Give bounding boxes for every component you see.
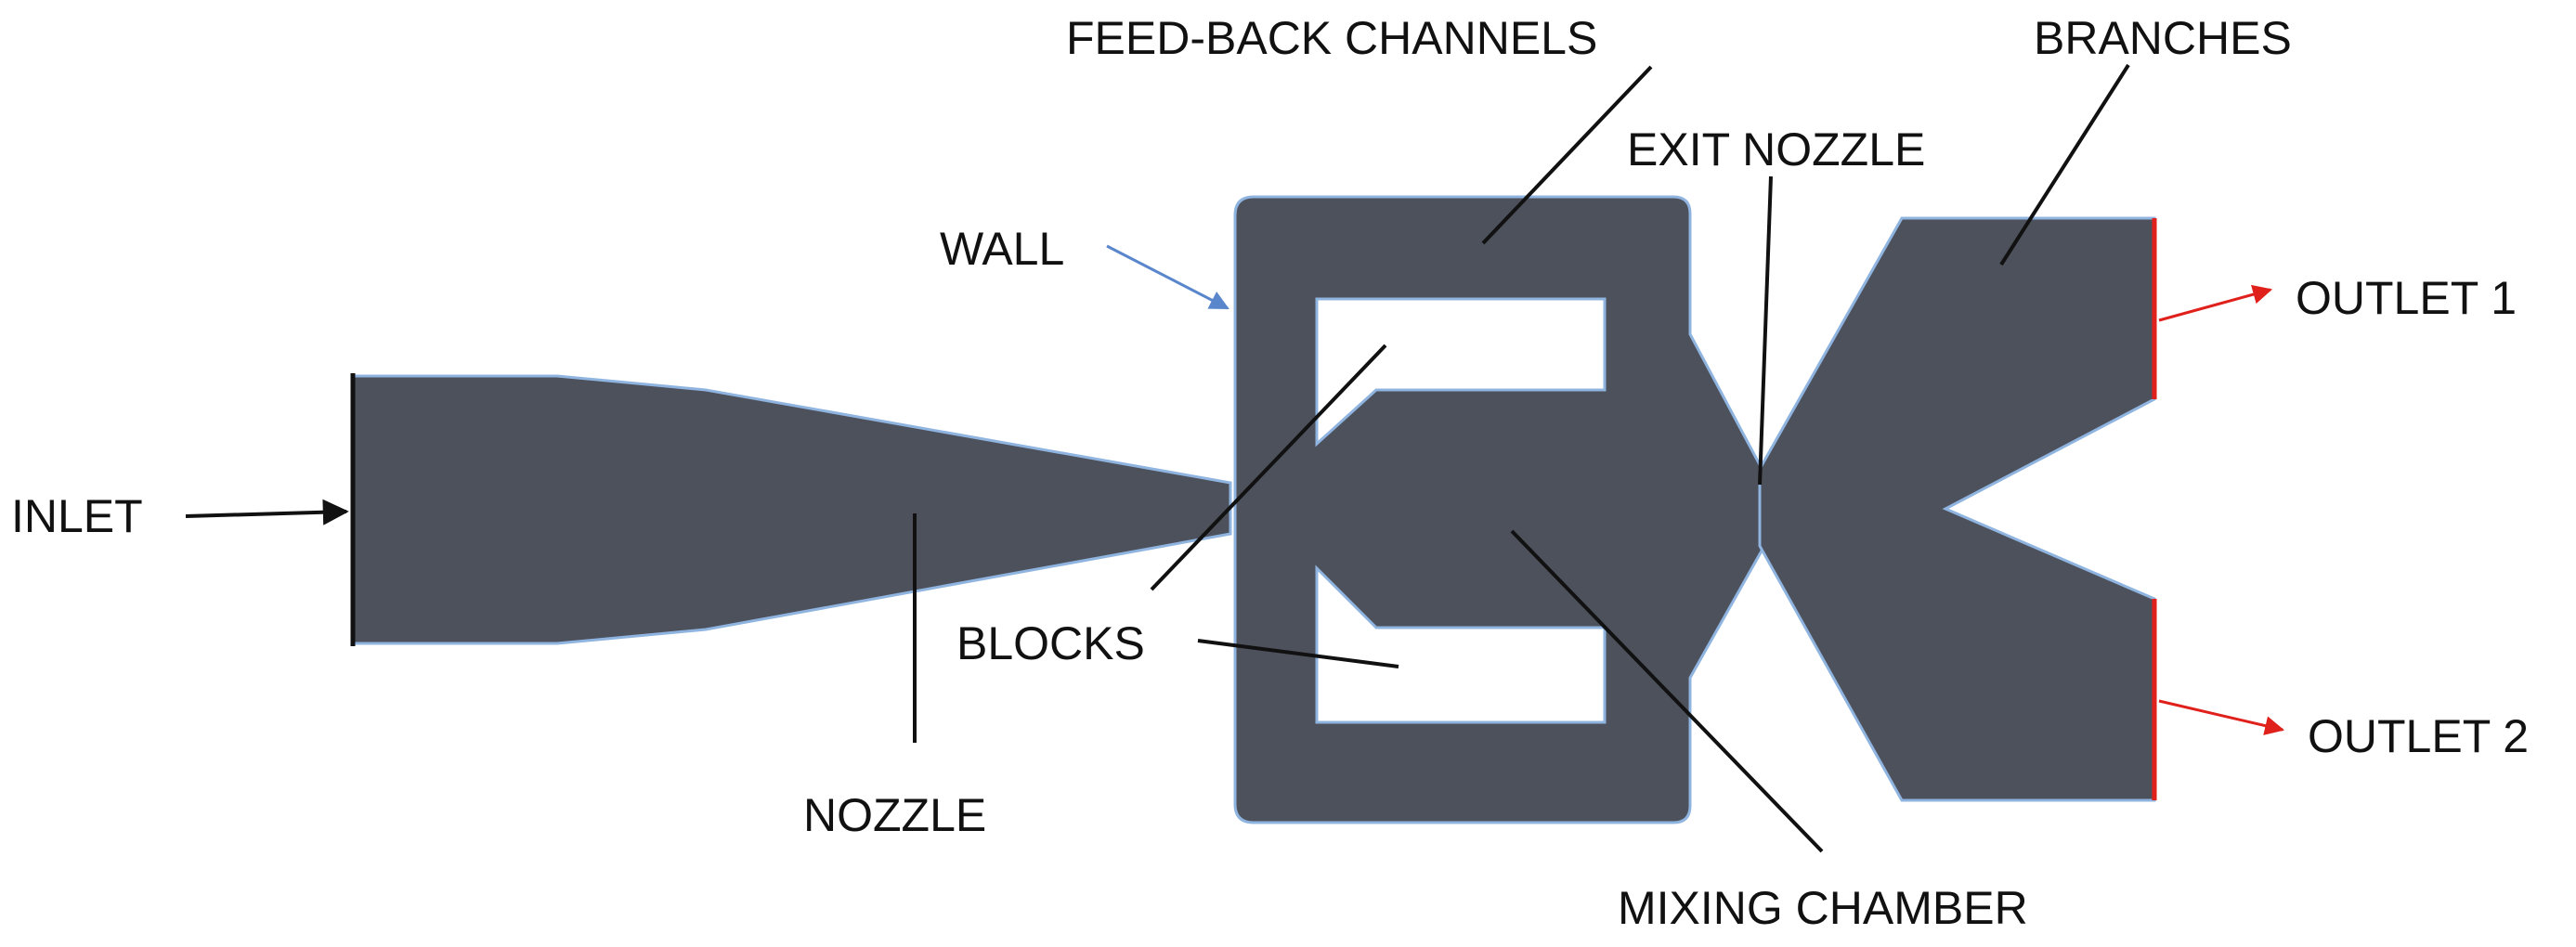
- blocks-leader-lower: [1197, 639, 1399, 668]
- branches-shape: [1758, 216, 2156, 802]
- branches-leader: [1999, 63, 2130, 266]
- feedback-leader: [1481, 65, 1653, 245]
- label-wall: WALL: [940, 223, 1064, 275]
- outlet2-arrow: [2158, 699, 2285, 735]
- inlet-arrow: [185, 499, 349, 525]
- label-feedback-channels: FEED-BACK CHANNELS: [1066, 12, 1597, 64]
- blocks-leader-upper: [1150, 344, 1387, 591]
- label-outlet-1: OUTLET 1: [2296, 272, 2517, 324]
- exit-nozzle-leader: [1758, 175, 1773, 486]
- label-inlet: INLET: [11, 490, 143, 542]
- labels: INLET NOZZLE WALL FEED-BACK CHANNELS BLO…: [11, 12, 2529, 934]
- inlet-nozzle-shape: [351, 374, 1232, 645]
- label-branches: BRANCHES: [2034, 12, 2292, 64]
- wall-arrow: [1106, 244, 1229, 310]
- fluid-domain: [350, 195, 2157, 824]
- label-nozzle: NOZZLE: [803, 789, 986, 841]
- outlet1-arrow: [2158, 284, 2273, 322]
- label-blocks: BLOCKS: [956, 617, 1145, 669]
- label-mixing-chamber: MIXING CHAMBER: [1618, 882, 2028, 934]
- label-exit-nozzle: EXIT NOZZLE: [1627, 123, 1925, 175]
- label-outlet-2: OUTLET 2: [2308, 710, 2529, 762]
- mixing-chamber-leader: [1510, 529, 1824, 853]
- oscillator-body-shape: [1233, 195, 1766, 824]
- annotations: [185, 63, 2285, 853]
